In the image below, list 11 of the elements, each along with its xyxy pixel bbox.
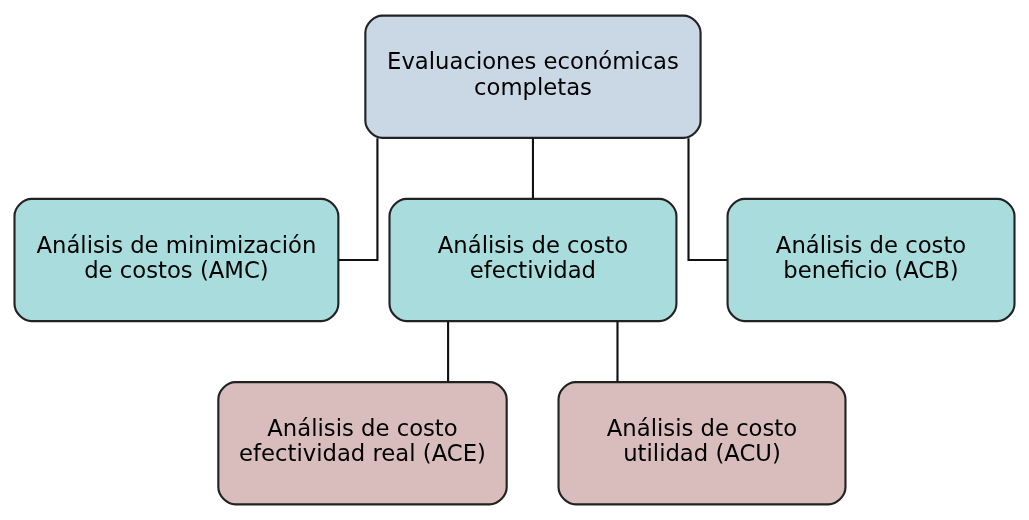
node-box: Evaluaciones económicas completas [364, 14, 702, 139]
node-box: Análisis de minimización de costos (AMC) [13, 197, 340, 323]
connector [687, 138, 728, 262]
connector [447, 321, 450, 382]
connector [616, 321, 619, 382]
node-box: Análisis de costo utilidad (ACU) [557, 381, 847, 506]
node-box: Análisis de costo efectividad [388, 197, 678, 323]
node-box: Análisis de costo beneficio (ACB) [726, 197, 1016, 323]
connector [531, 138, 535, 199]
connector [338, 138, 379, 262]
node-box: Análisis de costo efectividad real (ACE) [217, 381, 508, 506]
